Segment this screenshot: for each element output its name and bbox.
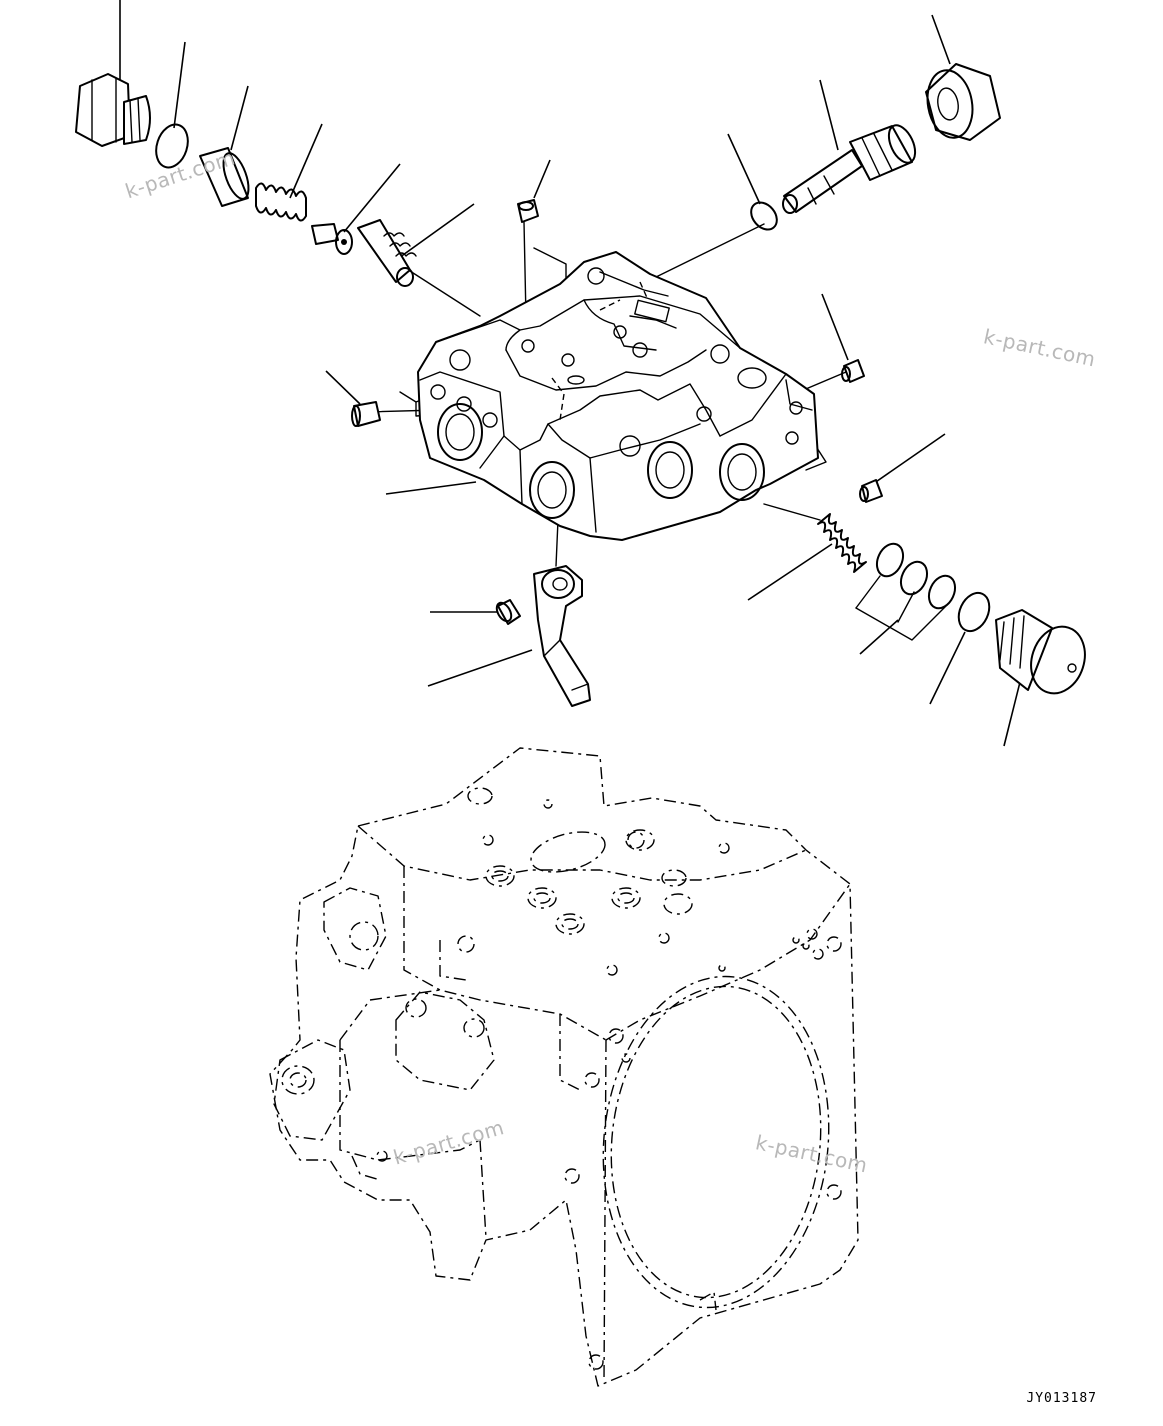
o-ring-3 <box>875 542 905 578</box>
piston <box>782 124 917 214</box>
plug-left-side <box>351 401 381 427</box>
o-ring-4 <box>899 560 929 596</box>
o-ring-5 <box>927 574 957 610</box>
bushing <box>495 599 521 625</box>
spring-1 <box>255 182 307 222</box>
pump-case-phantom <box>269 747 859 1387</box>
spring-2 <box>817 513 867 573</box>
retainer <box>311 223 353 255</box>
plug-right-lower <box>859 479 883 503</box>
o-ring-1 <box>155 123 189 169</box>
drawing-code: JY013187 <box>1026 1391 1097 1406</box>
plug-small-top <box>517 199 539 223</box>
plug-left <box>75 73 151 147</box>
spool <box>357 219 417 287</box>
nut-right <box>925 63 1001 141</box>
valve-body <box>417 251 819 541</box>
lever <box>533 565 591 707</box>
plug-right-upper <box>841 359 865 383</box>
o-ring-2 <box>750 201 778 231</box>
sleeve <box>199 147 250 207</box>
plug-right <box>995 609 1086 695</box>
o-ring-6 <box>957 591 991 633</box>
